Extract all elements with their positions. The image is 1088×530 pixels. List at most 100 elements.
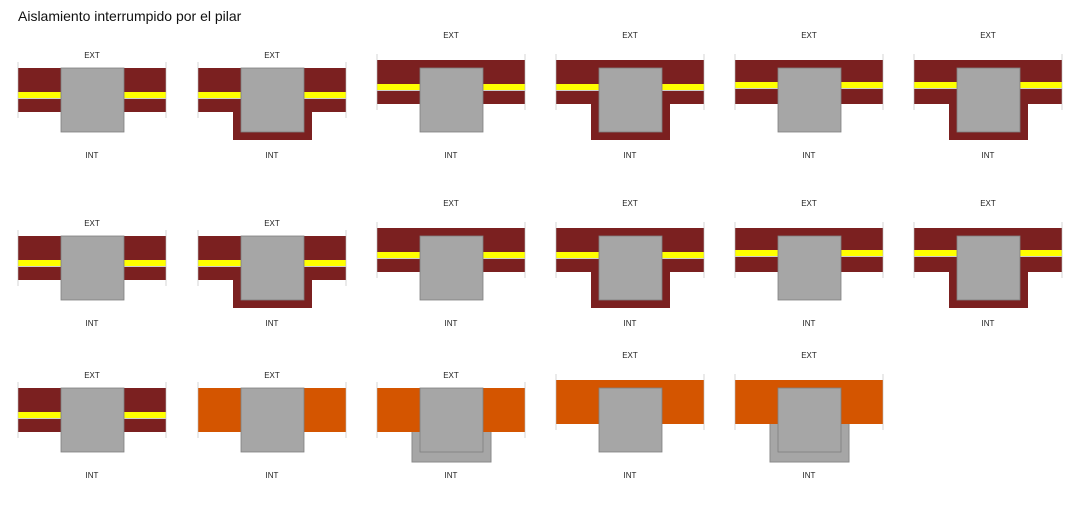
wall-right: [304, 236, 346, 280]
wall-left: [18, 68, 61, 112]
detail-17: EXT INT: [734, 351, 884, 480]
insulation-left: [18, 412, 61, 418]
insulation-left: [914, 250, 957, 256]
masonry-cover: [416, 232, 487, 238]
insulation-right: [841, 250, 883, 256]
insulation-right: [1020, 250, 1062, 256]
int-label: INT: [445, 151, 458, 160]
detail-4: EXT INT: [555, 31, 705, 160]
wall-left: [198, 236, 241, 280]
ext-label: EXT: [801, 351, 817, 360]
concrete-column: [240, 67, 305, 133]
insulation-right: [662, 252, 704, 258]
int-label: INT: [86, 151, 99, 160]
wall-left: [18, 236, 61, 280]
ext-label: EXT: [622, 31, 638, 40]
concrete-column: [598, 67, 663, 133]
concrete-column: [240, 235, 305, 301]
int-label: INT: [803, 471, 816, 480]
concrete-column: [60, 235, 125, 301]
insulation-left: [377, 252, 420, 258]
page-title: Aislamiento interrumpido por el pilar: [18, 8, 242, 24]
insulation-right: [841, 82, 883, 88]
concrete-column: [777, 235, 842, 301]
ext-label: EXT: [84, 219, 100, 228]
int-label: INT: [624, 471, 637, 480]
insulation-left: [735, 250, 778, 256]
int-label: INT: [803, 319, 816, 328]
ext-label: EXT: [84, 371, 100, 380]
detail-7: EXT INT: [17, 219, 167, 328]
int-label: INT: [266, 151, 279, 160]
concrete-column: [777, 67, 842, 133]
concrete-column: [419, 235, 484, 301]
concrete-column: [777, 387, 842, 453]
wall-right: [124, 236, 166, 280]
insulation-left: [735, 82, 778, 88]
int-label: INT: [982, 151, 995, 160]
insulation-right: [483, 84, 525, 90]
concrete-column: [956, 235, 1021, 301]
concrete-column: [419, 387, 484, 453]
concrete-column: [598, 235, 663, 301]
masonry-cover: [595, 232, 666, 238]
insulation-left: [556, 84, 599, 90]
wall-right: [483, 388, 525, 432]
wall-right: [304, 388, 346, 432]
concrete-column: [419, 67, 484, 133]
int-label: INT: [803, 151, 816, 160]
wall-left: [18, 388, 61, 432]
insulation-right: [304, 92, 346, 98]
wall-left: [377, 388, 420, 432]
wall-right: [124, 388, 166, 432]
ext-label: EXT: [264, 219, 280, 228]
int-label: INT: [982, 319, 995, 328]
detail-1: EXT INT: [17, 51, 167, 160]
detail-16: EXT INT: [555, 351, 705, 480]
ext-label: EXT: [443, 199, 459, 208]
int-label: INT: [86, 319, 99, 328]
insulation-right: [124, 412, 166, 418]
concrete-column: [240, 387, 305, 453]
ext-label: EXT: [980, 199, 996, 208]
insulation-right: [483, 252, 525, 258]
detail-11: EXT INT: [734, 199, 884, 328]
wall-right: [124, 68, 166, 112]
ext-label: EXT: [84, 51, 100, 60]
ext-label: EXT: [801, 199, 817, 208]
ext-label: EXT: [980, 31, 996, 40]
insulation-right: [1020, 82, 1062, 88]
concrete-column: [60, 387, 125, 453]
wall-left: [198, 68, 241, 112]
detail-2: EXT INT: [197, 51, 347, 160]
int-label: INT: [266, 471, 279, 480]
int-label: INT: [266, 319, 279, 328]
detail-12: EXT INT: [913, 199, 1063, 328]
insulation-left: [18, 260, 61, 266]
ext-label: EXT: [801, 31, 817, 40]
insulation-left: [198, 260, 241, 266]
ext-label: EXT: [264, 51, 280, 60]
insulation-right: [124, 260, 166, 266]
insulation-right: [662, 84, 704, 90]
insulation-right: [304, 260, 346, 266]
concrete-column: [60, 67, 125, 133]
ext-label: EXT: [622, 351, 638, 360]
concrete-column: [598, 387, 663, 453]
int-label: INT: [445, 319, 458, 328]
ext-label: EXT: [622, 199, 638, 208]
insulation-left: [914, 82, 957, 88]
int-label: INT: [624, 151, 637, 160]
wall-left: [198, 388, 241, 432]
detail-8: EXT INT: [197, 219, 347, 328]
detail-9: EXT INT: [376, 199, 526, 328]
detail-5: EXT INT: [734, 31, 884, 160]
int-label: INT: [445, 471, 458, 480]
insulation-left: [198, 92, 241, 98]
insulation-left: [377, 84, 420, 90]
detail-6: EXT INT: [913, 31, 1063, 160]
